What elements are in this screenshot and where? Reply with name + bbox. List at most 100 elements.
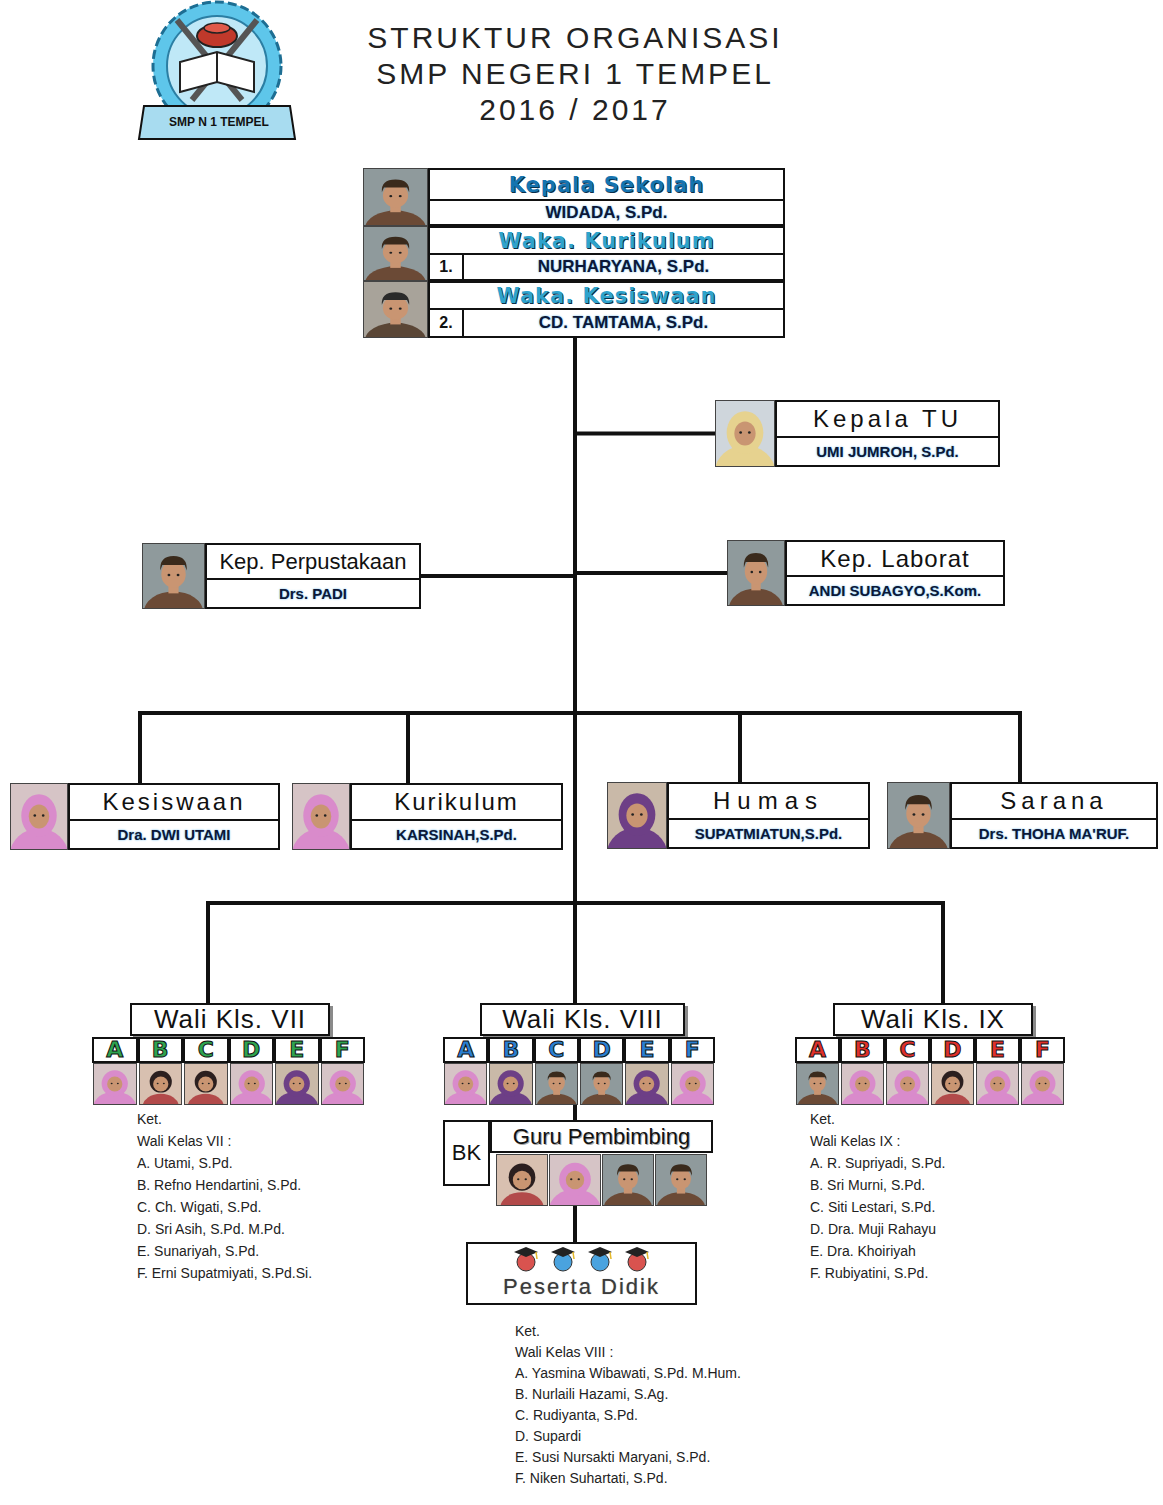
name-row: UMI JUMROH, S.Pd. <box>777 438 998 465</box>
note-line: A. Utami, S.Pd. <box>137 1154 233 1172</box>
class-letter-box: F <box>670 1037 715 1105</box>
note-line: Ket. <box>810 1110 835 1128</box>
portrait-figure <box>322 1064 364 1104</box>
person-name: ANDI SUBAGYO,S.Kom. <box>809 582 982 599</box>
portrait-photo <box>10 783 68 850</box>
portrait-figure <box>293 784 349 849</box>
chart-title: STRUKTUR ORGANISASI SMP NEGERI 1 TEMPEL … <box>350 20 800 128</box>
person-name: KARSINAH,S.Pd. <box>396 826 517 843</box>
box-title: BK <box>452 1140 481 1166</box>
staff-panel: Kep. PerpustakaanDrs. PADI <box>205 543 421 609</box>
name-cell: NURHARYANA, S.Pd. <box>464 255 783 279</box>
name-cell: Drs. THOHA MA'RUF. <box>952 820 1156 847</box>
portrait-figure <box>276 1064 318 1104</box>
heading-row: Kurikulum <box>352 785 561 821</box>
portrait-photo <box>275 1063 319 1105</box>
portrait-photo <box>142 543 205 609</box>
class-letter-box: B <box>488 1037 533 1105</box>
org-connector <box>573 1206 577 1242</box>
class-letter-box: F <box>320 1037 366 1105</box>
staff-box: Kep. LaboratANDI SUBAGYO,S.Kom. <box>727 540 1005 606</box>
note-line: B. Nurlaili Hazami, S.Ag. <box>515 1385 668 1403</box>
portrait-figure <box>1022 1064 1063 1104</box>
portrait-figure <box>842 1064 883 1104</box>
portrait-figure <box>672 1064 713 1104</box>
class-letter-box: D <box>930 1037 975 1105</box>
portrait-photo <box>139 1063 183 1105</box>
note-line: B. Refno Hendartini, S.Pd. <box>137 1176 301 1194</box>
note-line: C. Siti Lestari, S.Pd. <box>810 1198 935 1216</box>
portrait-figure <box>11 784 67 849</box>
counseling-box: BK <box>443 1120 490 1186</box>
letter-cell: F <box>320 1037 366 1063</box>
person-name: WIDADA, S.Pd. <box>546 203 668 223</box>
class-letter-box: A <box>92 1037 138 1105</box>
letter-cell: A <box>443 1037 488 1063</box>
class-letter: C <box>548 1039 564 1061</box>
person-name: Drs. THOHA MA'RUF. <box>979 825 1130 842</box>
class-letter-box: D <box>229 1037 275 1105</box>
portrait-figure <box>231 1064 273 1104</box>
class-letter: E <box>639 1039 654 1061</box>
portrait-photo <box>580 1063 623 1105</box>
student-box: Peserta Didik <box>466 1242 697 1305</box>
role-title: Humas <box>713 787 824 815</box>
portrait-photo <box>671 1063 714 1105</box>
letter-cell: C <box>885 1037 930 1063</box>
portrait-figure <box>932 1064 973 1104</box>
class-letter: B <box>152 1039 169 1061</box>
letter-cell: C <box>534 1037 579 1063</box>
staff-panel: KurikulumKARSINAH,S.Pd. <box>350 783 563 850</box>
note-line: F. Erni Supatmiyati, S.Pd.Si. <box>137 1264 312 1282</box>
staff-panel: HumasSUPATMIATUN,S.Pd. <box>667 782 870 849</box>
name-row: Drs. PADI <box>207 580 419 607</box>
staff-panel: Kep. LaboratANDI SUBAGYO,S.Kom. <box>785 540 1005 606</box>
name-cell: CD. TAMTAMA, S.Pd. <box>464 310 783 336</box>
name-row: Drs. THOHA MA'RUF. <box>952 820 1156 847</box>
role-title: Sarana <box>1000 787 1107 815</box>
class-letter: B <box>854 1039 871 1061</box>
staff-box: KurikulumKARSINAH,S.Pd. <box>292 783 563 850</box>
number-box: 2. <box>430 310 464 336</box>
note-line: Ket. <box>137 1110 162 1128</box>
org-connector <box>208 338 575 1003</box>
portrait-photo <box>489 1063 532 1105</box>
portrait-figure <box>626 1064 667 1104</box>
role-title: Waka. Kurikulum <box>498 229 714 253</box>
portrait-figure <box>656 1155 706 1205</box>
role-title: Kepala Sekolah <box>509 173 705 197</box>
letter-cell: F <box>1020 1037 1065 1063</box>
note-line: Ket. <box>515 1322 540 1340</box>
portrait-figure <box>716 401 774 466</box>
portrait-photo <box>1021 1063 1064 1105</box>
class-letter-box: A <box>795 1037 840 1105</box>
portrait-figure <box>364 169 427 225</box>
counselor-title-box: Guru Pembimbing <box>490 1120 713 1153</box>
portrait-figure <box>888 783 949 848</box>
heading-row: Waka. Kesiswaan <box>430 283 783 310</box>
portrait-figure <box>490 1064 531 1104</box>
portrait-photo <box>886 1063 929 1105</box>
class-letter-box: E <box>624 1037 669 1105</box>
person-name: Dra. DWI UTAMI <box>117 826 230 843</box>
portrait-figure <box>140 1064 182 1104</box>
name-cell: Drs. PADI <box>207 580 419 607</box>
letter-cell: E <box>274 1037 320 1063</box>
class-letter: D <box>593 1039 611 1061</box>
staff-panel: Waka. Kesiswaan2.CD. TAMTAMA, S.Pd. <box>428 281 785 338</box>
name-row: SUPATMIATUN,S.Pd. <box>669 820 868 847</box>
portrait-figure <box>603 1155 653 1205</box>
role-title: Kepala TU <box>813 405 962 433</box>
class-letter-box: D <box>579 1037 624 1105</box>
class-teacher-header: Wali Kls. IX <box>833 1003 1033 1036</box>
portrait-photo <box>796 1063 839 1105</box>
role-title: Kep. Laborat <box>820 545 969 573</box>
class-letter-box: F <box>1020 1037 1065 1105</box>
note-line: C. Rudiyanta, S.Pd. <box>515 1406 638 1424</box>
org-connector <box>575 338 727 573</box>
org-connector <box>421 338 575 576</box>
note-line: E. Susi Nursakti Maryani, S.Pd. <box>515 1448 710 1466</box>
note-line: F. Rubiyatini, S.Pd. <box>810 1264 928 1282</box>
class-letter: D <box>943 1039 961 1061</box>
person-name: SUPATMIATUN,S.Pd. <box>695 825 843 842</box>
